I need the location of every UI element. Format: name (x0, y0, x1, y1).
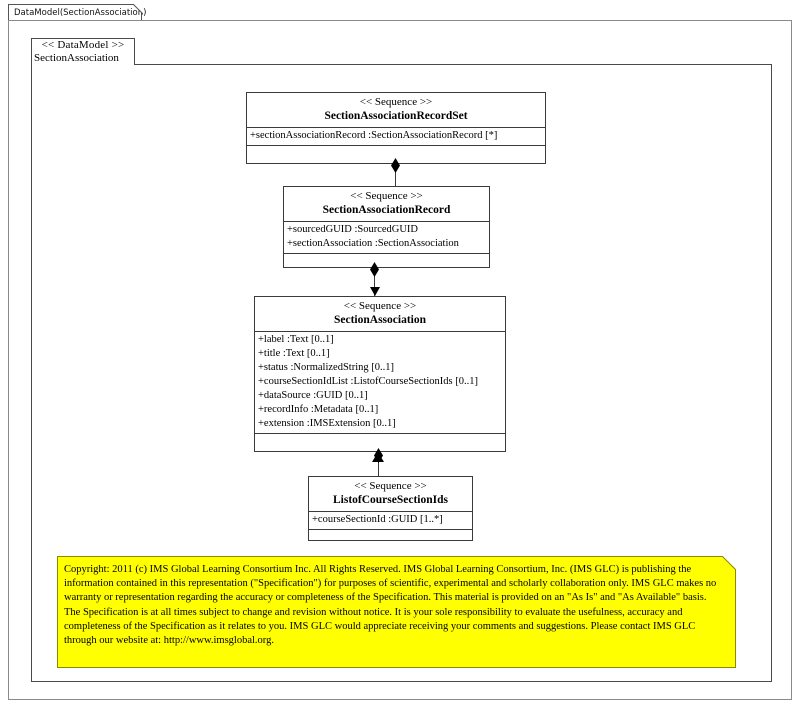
copyright-note: Copyright: 2011 (c) IMS Global Learning … (57, 556, 736, 668)
class-attributes-compartment: +courseSectionId :GUID [1..*] (309, 512, 472, 530)
class-stereotype: << Sequence >> (359, 96, 433, 108)
connector-line-association-to-listids (378, 452, 379, 478)
connector-line-recordset-to-record (395, 164, 396, 186)
class-header: << Sequence >> SectionAssociation (255, 297, 505, 332)
composition-diamond-recordset (391, 158, 400, 173)
composition-diamond-association (374, 448, 383, 463)
class-attribute: +dataSource :GUID [0..1] (258, 390, 368, 401)
class-name: SectionAssociationRecord (322, 204, 451, 216)
class-box-listof-course-section-ids[interactable]: << Sequence >> ListofCourseSectionIds +c… (308, 476, 473, 541)
class-attribute: +title :Text [0..1] (258, 348, 330, 359)
class-attribute: +recordInfo :Metadata [0..1] (258, 404, 379, 415)
class-attribute: +sourcedGUID :SourcedGUID (287, 224, 419, 235)
class-attribute: +status :NormalizedString [0..1] (258, 362, 394, 373)
class-header: << Sequence >> SectionAssociationRecordS… (247, 93, 545, 128)
package-tab[interactable]: << DataModel >> SectionAssociation (31, 38, 135, 65)
diagram-tab-label[interactable]: DataModel(SectionAssociation) (8, 4, 146, 21)
package-stereotype: << DataModel >> (41, 39, 125, 51)
class-operations-compartment (255, 434, 505, 452)
tab-fold-corner-icon (133, 4, 143, 14)
class-stereotype: << Sequence >> (343, 300, 417, 312)
class-attribute: +sectionAssociationRecord :SectionAssoci… (250, 130, 498, 141)
class-attribute: +courseSectionId :GUID [1..*] (312, 514, 443, 525)
connector-line-record-to-association (374, 268, 375, 296)
class-attribute: +extension :IMSExtension [0..1] (258, 418, 396, 429)
composition-diamond-record (370, 262, 379, 277)
class-box-section-association-record[interactable]: << Sequence >> SectionAssociationRecord … (283, 186, 490, 268)
copyright-note-text: Copyright: 2011 (c) IMS Global Learning … (64, 564, 717, 647)
class-header: << Sequence >> SectionAssociationRecord (284, 187, 489, 222)
class-attributes-compartment: +label :Text [0..1] +title :Text [0..1] … (255, 332, 505, 434)
class-attribute: +sectionAssociation :SectionAssociation (287, 238, 459, 249)
class-header: << Sequence >> ListofCourseSectionIds (309, 477, 472, 512)
class-box-section-association[interactable]: << Sequence >> SectionAssociation +label… (254, 296, 506, 452)
class-attribute: +label :Text [0..1] (258, 334, 334, 345)
class-stereotype: << Sequence >> (350, 190, 423, 202)
diagram-tab-label-text: DataModel(SectionAssociation) (14, 8, 147, 18)
package-name: SectionAssociation (34, 52, 119, 64)
package-tab-seam (32, 64, 134, 66)
class-attribute: +courseSectionIdList :ListofCourseSectio… (258, 376, 478, 387)
class-name: SectionAssociationRecordSet (324, 110, 468, 122)
class-stereotype: << Sequence >> (354, 480, 427, 492)
class-name: SectionAssociation (334, 314, 426, 326)
class-name: ListofCourseSectionIds (332, 494, 448, 506)
class-attributes-compartment: +sectionAssociationRecord :SectionAssoci… (247, 128, 545, 146)
navigable-arrowhead-association (370, 287, 380, 296)
class-operations-compartment (284, 254, 489, 272)
class-box-section-association-record-set[interactable]: << Sequence >> SectionAssociationRecordS… (246, 92, 546, 164)
class-attributes-compartment: +sourcedGUID :SourcedGUID +sectionAssoci… (284, 222, 489, 254)
class-operations-compartment (309, 530, 472, 548)
